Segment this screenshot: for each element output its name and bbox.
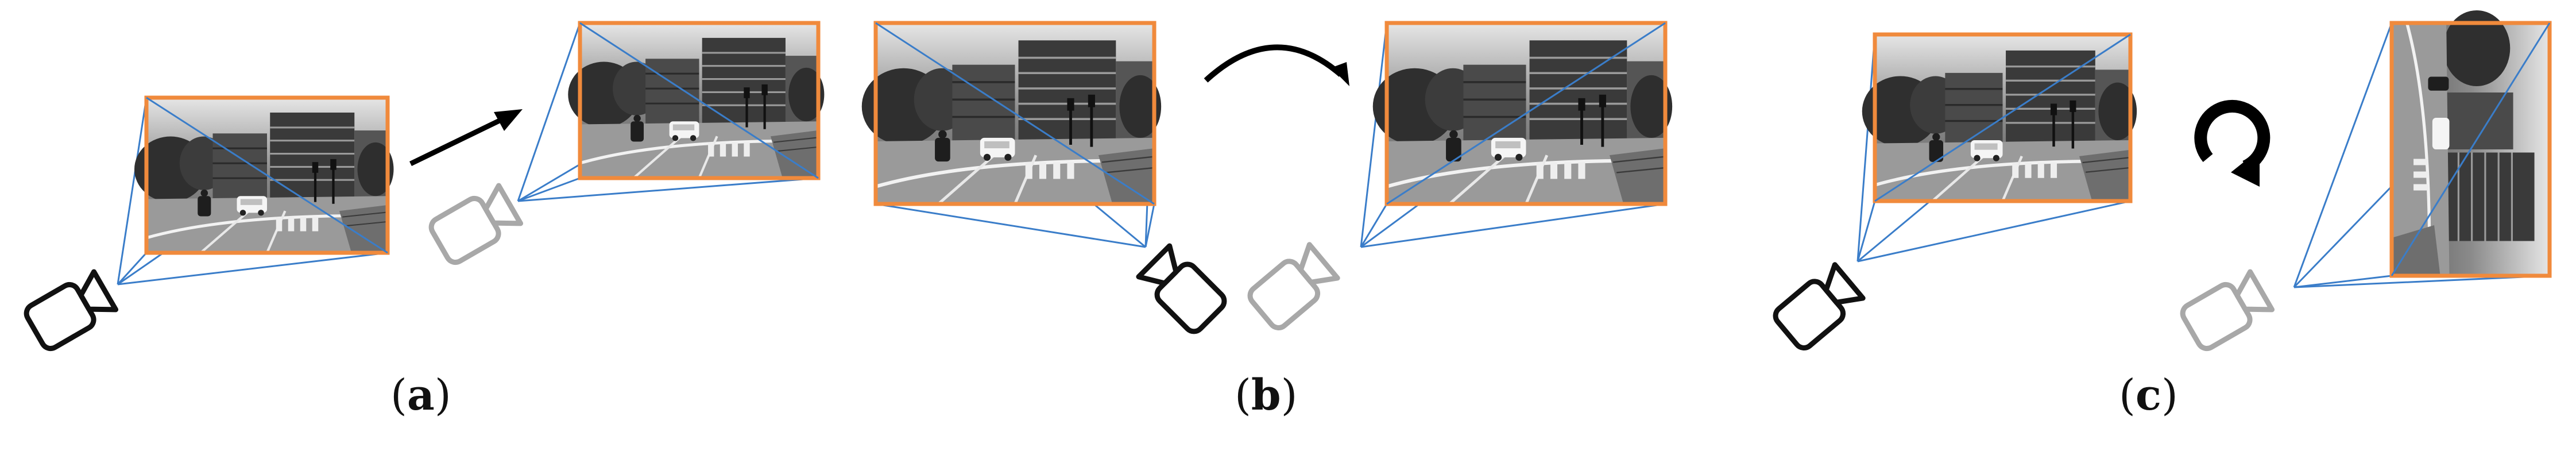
camera-icon bbox=[23, 270, 117, 352]
caption-c: (c) bbox=[2119, 371, 2178, 420]
curved-arrow-icon bbox=[1204, 44, 1349, 86]
image-frame bbox=[1862, 32, 2137, 203]
caption-b: (b) bbox=[1235, 371, 1298, 420]
caption-a: (a) bbox=[390, 371, 451, 420]
circular-arrow-icon bbox=[2194, 99, 2271, 187]
image-frame bbox=[134, 95, 394, 255]
camera-icon bbox=[428, 184, 521, 266]
panel-c bbox=[1772, 10, 2552, 352]
image-frame bbox=[1373, 21, 1672, 206]
camera-icon bbox=[2179, 270, 2273, 352]
panel-a bbox=[23, 21, 824, 352]
image-frame bbox=[2389, 10, 2552, 278]
camera-icon bbox=[1247, 243, 1339, 331]
straight-arrow-icon bbox=[409, 109, 523, 167]
image-frame bbox=[862, 21, 1161, 206]
panel-b bbox=[862, 21, 1672, 336]
camera-icon bbox=[1137, 244, 1228, 335]
image-frame bbox=[568, 21, 824, 180]
camera-icon bbox=[1772, 263, 1865, 352]
